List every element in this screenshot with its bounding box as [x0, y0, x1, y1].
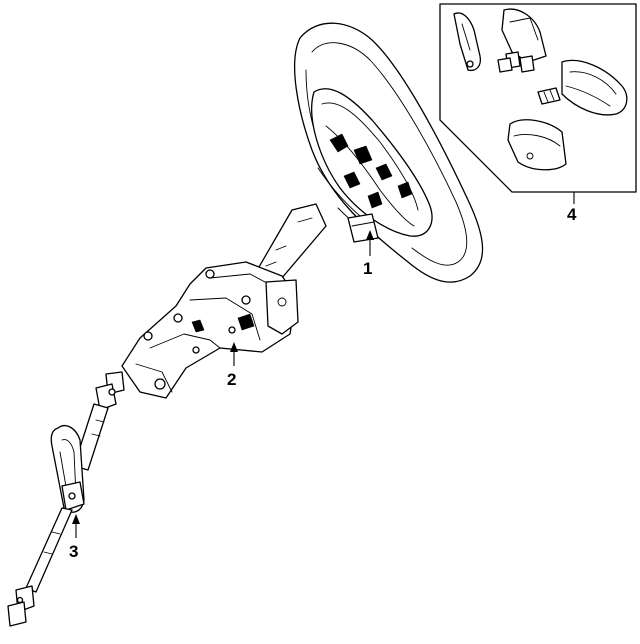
callout-1-label: 1: [363, 259, 372, 278]
trim-switch: [507, 119, 567, 171]
callout-2-arrow: [230, 342, 238, 352]
paddle-switch: [453, 12, 482, 72]
callout-4: 4: [567, 192, 577, 224]
callout-4-label: 4: [567, 205, 577, 224]
callout-2-label: 2: [227, 370, 236, 389]
callout-3-arrow: [72, 514, 80, 524]
steering-column[interactable]: [121, 203, 327, 399]
control-switch-right: [537, 59, 628, 116]
callout-3-label: 3: [69, 542, 78, 561]
callout-1: 1: [363, 230, 374, 278]
steering-wheel[interactable]: [294, 22, 484, 283]
intermediate-shaft[interactable]: [7, 371, 125, 627]
callout-3: 3: [69, 514, 80, 561]
switch-inset[interactable]: [439, 3, 637, 193]
callout-2: 2: [227, 342, 238, 389]
control-switch-left: [497, 8, 547, 73]
callout-1-arrow: [366, 230, 374, 240]
